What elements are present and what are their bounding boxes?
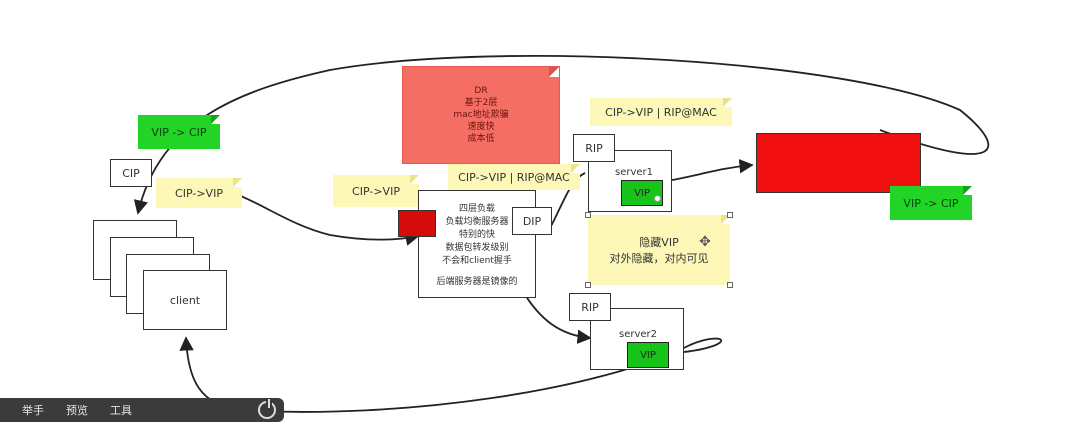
note-vip-cip-right: VIP -> CIP [890, 186, 972, 220]
toolbar-tools[interactable]: 工具 [110, 404, 132, 417]
resize-handle-br[interactable] [727, 282, 733, 288]
resize-handle-tr[interactable] [727, 212, 733, 218]
dr-note: DR 基于2层 mac地址欺骗 速度快 成本低 [402, 66, 560, 164]
server1-vip-dot [654, 195, 661, 202]
connector-lb-to-server2 [521, 289, 592, 344]
connector-big-loop [133, 55, 990, 215]
rip2-box: RIP [569, 293, 611, 321]
cip-label: CIP [110, 159, 152, 187]
lb-line-4: 数据包转发级别 [445, 243, 509, 253]
server2-label: server2 [619, 329, 658, 340]
note-cip-vip-rip-mac-top: CIP->VIP | RIP@MAC [590, 98, 732, 126]
lb-line-3: 特别的快 [458, 230, 495, 240]
connector-lb-to-server1 [547, 172, 586, 233]
rip1-box: RIP [573, 134, 615, 162]
resize-handle-tl[interactable] [585, 212, 591, 218]
server1-vip: VIP [621, 180, 663, 206]
dr-line-speed: 速度快 [467, 122, 495, 132]
toolbar-raise-hand[interactable]: 举手 [22, 404, 44, 417]
toolbar-preview[interactable]: 预览 [66, 404, 88, 417]
note-cip-vip-rip-mac-mid-text: CIP->VIP | RIP@MAC [458, 170, 570, 184]
note-cip-vip-mid-text: CIP->VIP [352, 184, 400, 198]
connector-server1-to-red [671, 159, 754, 181]
note-vip-cip-left: VIP -> CIP [138, 115, 220, 149]
move-icon[interactable]: ✥ [699, 234, 711, 250]
note-cip-vip-left-text: CIP->VIP [175, 186, 223, 200]
dr-line-cost: 成本低 [467, 134, 495, 144]
red-box [756, 133, 921, 193]
note-hidden-vip-line1: 隐藏VIP [639, 236, 679, 249]
client-label: client [169, 293, 201, 307]
client-box: client [143, 270, 227, 330]
note-vip-cip-right-text: VIP -> CIP [903, 196, 959, 210]
lb-line-1: 四层负载 [458, 204, 495, 214]
note-cip-vip-rip-mac-mid: CIP->VIP | RIP@MAC [448, 164, 580, 190]
dip-box: DIP [512, 207, 552, 235]
dr-title: DR [474, 86, 488, 96]
dr-line-mac: mac地址欺骗 [453, 110, 509, 120]
resize-handle-bl[interactable] [585, 282, 591, 288]
dip-label: DIP [522, 214, 542, 228]
note-vip-cip-left-text: VIP -> CIP [151, 125, 207, 139]
bottom-toolbar: 举手 预览 工具 [0, 398, 284, 422]
dr-line-layer2: 基于2层 [464, 98, 498, 108]
note-hidden-vip-line2: 对外隐藏，对内可见 [609, 252, 709, 265]
note-cip-vip-left: CIP->VIP [156, 178, 242, 208]
note-cip-vip-mid: CIP->VIP [333, 175, 419, 207]
lb-vip-red [398, 210, 436, 237]
lb-line-7: 后端服务器是镜像的 [436, 277, 518, 287]
lb-line-6 [419, 268, 535, 276]
power-icon[interactable] [258, 399, 276, 419]
server2-vip: VIP [627, 342, 669, 368]
lb-line-5: 不会和client握手 [442, 256, 512, 266]
note-cip-vip-rip-mac-top-text: CIP->VIP | RIP@MAC [605, 105, 717, 119]
lb-line-2: 负载均衡服务器 [445, 217, 509, 227]
server1-label: server1 [615, 167, 654, 178]
note-hidden-vip[interactable]: 隐藏VIP 对外隐藏，对内可见 [588, 215, 730, 285]
